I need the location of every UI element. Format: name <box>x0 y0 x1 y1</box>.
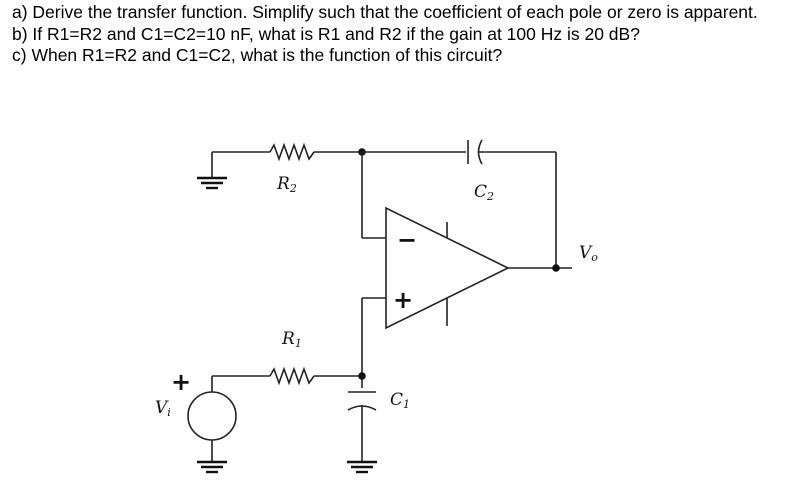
voltage-source-vi <box>187 391 237 441</box>
opamp-minus-sign: − <box>397 226 417 254</box>
label-vo: Vo <box>579 243 598 264</box>
ground-symbol-source <box>197 460 227 474</box>
question-b: b) If R1=R2 and C1=C2=10 nF, what is R1 … <box>12 23 640 44</box>
opamp-plus-sign: + <box>393 286 413 314</box>
junction-node-bottom <box>358 372 366 380</box>
resistor-r2 <box>269 142 315 162</box>
question-text: a) Derive the transfer function. Simplif… <box>12 2 782 67</box>
source-plus-sign: + <box>171 368 191 396</box>
ground-symbol-c1 <box>347 460 377 474</box>
question-a: a) Derive the transfer function. Simplif… <box>12 2 758 22</box>
label-vi: Vi <box>155 398 171 419</box>
label-c1: C1 <box>390 390 410 411</box>
label-r2: R2 <box>276 174 297 195</box>
question-c: c) When R1=R2 and C1=C2, what is the fun… <box>12 45 503 65</box>
resistor-r1 <box>269 366 315 386</box>
junction-node-output <box>552 264 560 272</box>
capacitor-c1 <box>347 391 377 462</box>
ground-symbol-r2 <box>197 152 227 190</box>
label-c2: C2 <box>474 182 494 203</box>
label-r1: R1 <box>281 329 302 350</box>
